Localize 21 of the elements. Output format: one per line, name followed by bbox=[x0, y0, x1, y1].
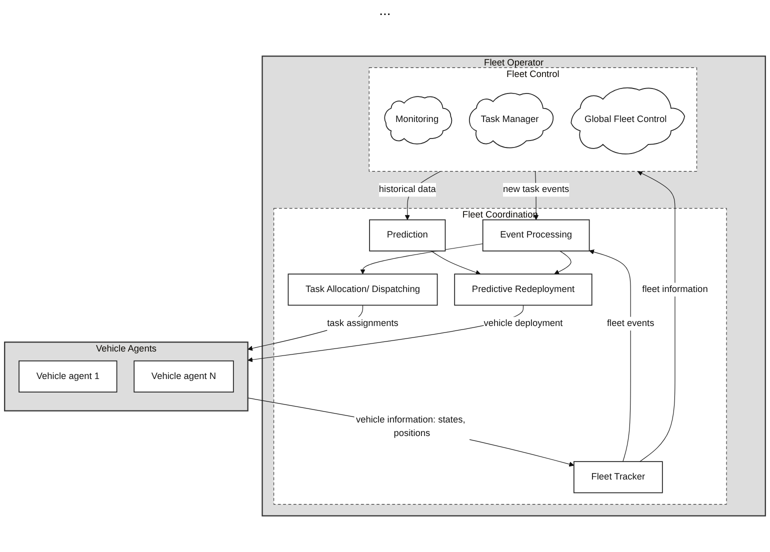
edge-label: fleet events bbox=[606, 318, 654, 328]
node-box: Predictive Redeployment bbox=[454, 274, 592, 306]
edge-label: vehicle information: states, positions bbox=[356, 414, 466, 438]
note-text: ... bbox=[379, 2, 391, 18]
arrow bbox=[637, 171, 676, 462]
arrow bbox=[360, 243, 484, 274]
arrow bbox=[248, 398, 574, 467]
edge-label: task assignments bbox=[327, 318, 398, 328]
edge-label: new task events bbox=[502, 184, 570, 194]
edge-label: fleet information bbox=[642, 284, 708, 294]
node-box: Vehicle agent N bbox=[134, 360, 234, 392]
node-box: Vehicle agent 1 bbox=[18, 360, 118, 392]
node-box: Fleet Tracker bbox=[573, 461, 663, 494]
edge-label: historical data bbox=[378, 184, 436, 194]
node-box: Prediction bbox=[369, 219, 446, 252]
node-box: Task Allocation/ Dispatching bbox=[288, 274, 438, 306]
node-box: Event Processing bbox=[482, 219, 590, 252]
arrow bbox=[554, 250, 572, 274]
arrow bbox=[430, 250, 481, 275]
arrow bbox=[589, 250, 631, 462]
edge-label: vehicle deployment bbox=[484, 318, 563, 328]
